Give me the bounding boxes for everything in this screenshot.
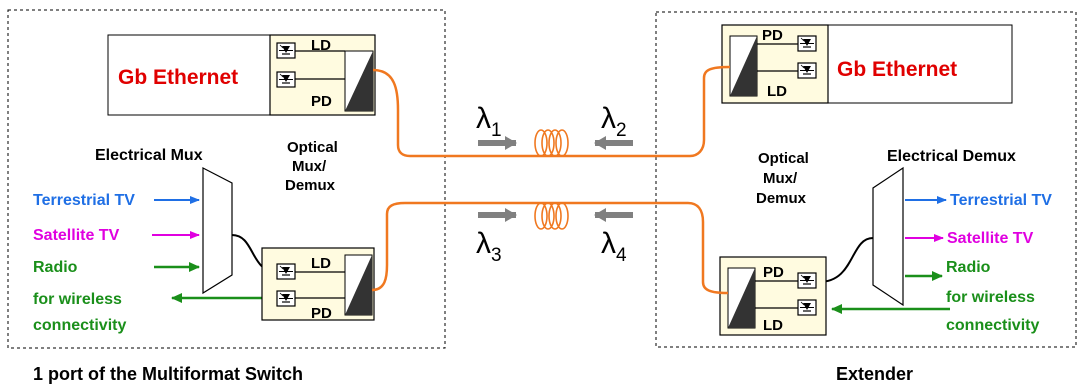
- upper-fiber: [372, 65, 731, 158]
- right-optical-label-1: Optical: [758, 150, 809, 167]
- lower-fiber-coil: [534, 202, 569, 230]
- right-radio-label-2: for wireless: [946, 289, 1035, 306]
- left-caption: 1 port of the Multiformat Switch: [33, 364, 303, 384]
- left-radio-label-2: for wireless: [33, 291, 122, 308]
- right-optical-label-2: Mux/: [763, 170, 798, 187]
- right-radio-label-1: Radio: [946, 259, 991, 276]
- extender-enclosure: [655, 11, 1077, 348]
- left-radio-label-1: Radio: [33, 259, 78, 276]
- left-ethernet-label: Gb Ethernet: [118, 66, 238, 89]
- left-optical-label-3: Demux: [285, 177, 336, 194]
- right-top-ld-icon: [797, 62, 817, 79]
- left-bottom-pd-label: PD: [311, 305, 332, 322]
- right-top-ld-label: LD: [767, 83, 787, 100]
- right-bottom-ld-icon: [797, 299, 817, 316]
- upper-fiber-coil: [534, 129, 569, 157]
- right-terrestrial-tv-label: Terrestrial TV: [950, 192, 1052, 209]
- electrical-mux-shape: [202, 167, 233, 295]
- left-top-pd-icon: [276, 71, 296, 88]
- left-radio-label-3: connectivity: [33, 317, 126, 334]
- right-ethernet-label: Gb Ethernet: [837, 58, 957, 81]
- left-satellite-tv-label: Satellite TV: [33, 227, 120, 244]
- lower-fiber: [371, 201, 729, 295]
- right-bottom-pd-label: PD: [763, 264, 784, 281]
- left-top-pd-label: PD: [311, 93, 332, 110]
- right-bottom-pd-icon: [797, 272, 817, 289]
- right-caption: Extender: [836, 364, 913, 384]
- left-terrestrial-tv-label: Terrestrial TV: [33, 192, 135, 209]
- left-top-ld-icon: [276, 42, 296, 59]
- electrical-mux-title: Electrical Mux: [95, 147, 203, 164]
- lambda4-label: λ4: [601, 227, 627, 266]
- lambda2-label: λ2: [601, 102, 627, 141]
- right-optical-label-3: Demux: [756, 190, 807, 207]
- left-top-ld-label: LD: [311, 37, 331, 54]
- right-top-pd-label: PD: [762, 27, 783, 44]
- right-top-pd-icon: [797, 35, 817, 52]
- right-satellite-tv-label: Satellite TV: [947, 230, 1034, 247]
- left-bottom-ld-icon: [276, 263, 296, 280]
- electrical-demux-title: Electrical Demux: [887, 148, 1016, 165]
- lambda3-label: λ3: [476, 227, 502, 266]
- right-bottom-ld-label: LD: [763, 317, 783, 334]
- left-optical-label-2: Mux/: [292, 158, 327, 175]
- left-bottom-ld-label: LD: [311, 255, 331, 272]
- switch-port-enclosure: [7, 9, 446, 349]
- electrical-demux-shape: [872, 166, 904, 307]
- right-radio-label-3: connectivity: [946, 317, 1039, 334]
- lambda1-label: λ1: [476, 102, 502, 141]
- left-optical-label-1: Optical: [287, 139, 338, 156]
- left-bottom-pd-icon: [276, 290, 296, 307]
